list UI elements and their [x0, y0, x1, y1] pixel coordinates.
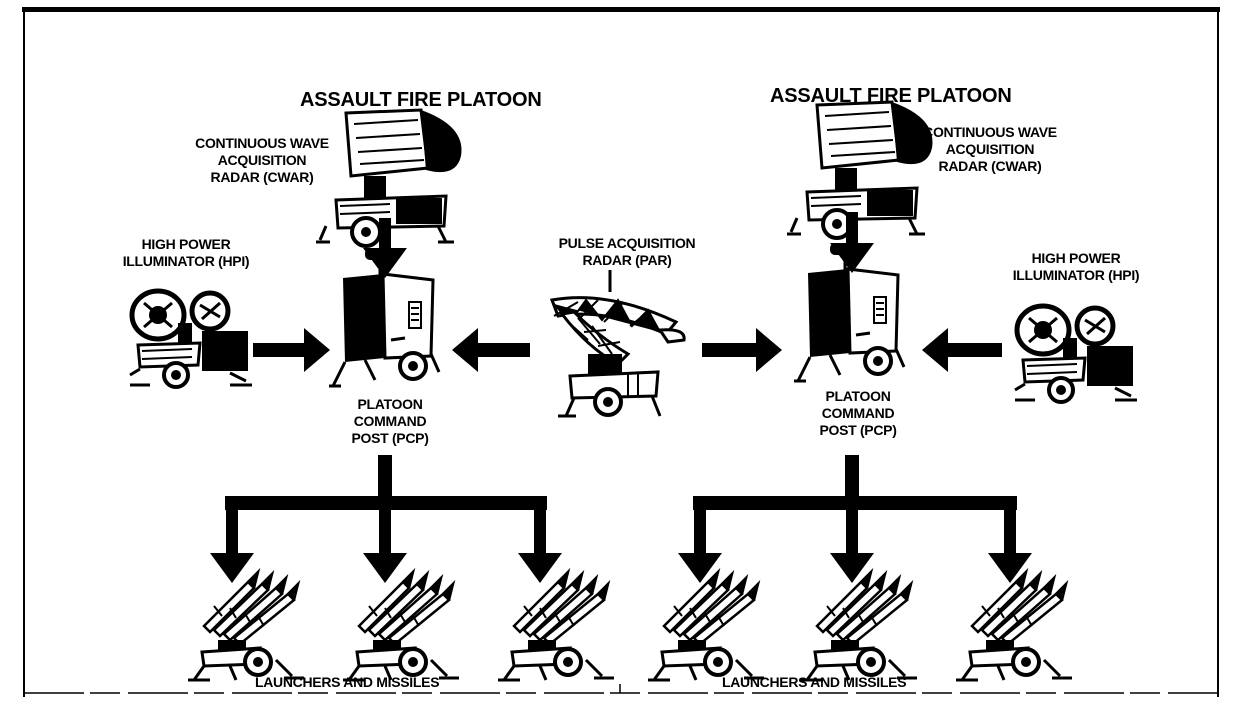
launcher-icon-1 [186, 570, 306, 682]
left-platoon-title: ASSAULT FIRE PLATOON [300, 89, 542, 111]
right-hpi-label: HIGH POWER ILLUMINATOR (HPI) [1000, 250, 1152, 284]
par-line-2: RADAR (PAR) [582, 252, 672, 268]
launcher-icon-3 [496, 570, 616, 682]
left-hpi-line-2: ILLUMINATOR (HPI) [122, 253, 250, 269]
right-hpi-illuminator-icon [1015, 306, 1137, 402]
par-label: PULSE ACQUISITION RADAR (PAR) [537, 235, 717, 269]
par-radar-icon [550, 268, 687, 418]
left-distribution-arrow-1 [210, 503, 254, 583]
left-cwar-label: CONTINUOUS WAVE ACQUISITION RADAR (CWAR) [182, 135, 342, 186]
right-hpi-line-2: ILLUMINATOR (HPI) [1012, 267, 1140, 283]
left-cwar-line-3: RADAR (CWAR) [210, 169, 314, 185]
right-pcp-line-2: COMMAND [821, 405, 895, 421]
top-border [22, 7, 1220, 12]
left-launchers-label: LAUNCHERS AND MISSILES [255, 674, 440, 690]
right-cwar-line-2: ACQUISITION [945, 141, 1035, 157]
left-hpi-label: HIGH POWER ILLUMINATOR (HPI) [110, 236, 262, 270]
right-launchers-label: LAUNCHERS AND MISSILES [722, 674, 907, 690]
launcher-icon-6 [954, 570, 1074, 682]
par-to-left-pcp-arrow [452, 328, 530, 372]
right-cwar-to-pcp-arrow [830, 212, 874, 273]
right-distribution-arrow-3 [988, 503, 1032, 583]
launcher-icon-4 [646, 570, 766, 682]
left-distribution-arrow-3 [518, 503, 562, 583]
right-distribution-arrow-1 [678, 503, 722, 583]
par-line-1: PULSE ACQUISITION [558, 235, 696, 251]
left-hpi-to-pcp-arrow [253, 328, 330, 372]
left-pcp-line-3: POST (PCP) [351, 430, 429, 446]
right-cwar-line-3: RADAR (CWAR) [938, 158, 1042, 174]
left-cwar-to-pcp-arrow [363, 218, 407, 278]
left-hpi-line-1: HIGH POWER [141, 236, 231, 252]
left-pcp-label: PLATOON COMMAND POST (PCP) [340, 396, 440, 447]
left-distribution-arrow-2 [363, 503, 407, 583]
left-cwar-line-2: ACQUISITION [217, 152, 307, 168]
left-hpi-illuminator-icon [130, 291, 252, 387]
left-cwar-line-1: CONTINUOUS WAVE [195, 135, 329, 151]
right-hpi-to-pcp-arrow [922, 328, 1002, 372]
right-hpi-line-1: HIGH POWER [1031, 250, 1121, 266]
launcher-icon-2 [341, 570, 461, 682]
right-pcp-line-1: PLATOON [825, 388, 891, 404]
right-pcp-line-3: POST (PCP) [819, 422, 897, 438]
right-pcp-label: PLATOON COMMAND POST (PCP) [808, 388, 908, 439]
right-cwar-line-1: CONTINUOUS WAVE [923, 124, 1057, 140]
launcher-icon-5 [799, 570, 919, 682]
left-pcp-line-2: COMMAND [353, 413, 427, 429]
right-distribution-arrow-2 [830, 503, 874, 583]
par-to-right-pcp-arrow [702, 328, 782, 372]
right-cwar-label: CONTINUOUS WAVE ACQUISITION RADAR (CWAR) [910, 124, 1070, 175]
left-pcp-line-1: PLATOON [357, 396, 423, 412]
right-platoon-title: ASSAULT FIRE PLATOON [770, 85, 1012, 107]
